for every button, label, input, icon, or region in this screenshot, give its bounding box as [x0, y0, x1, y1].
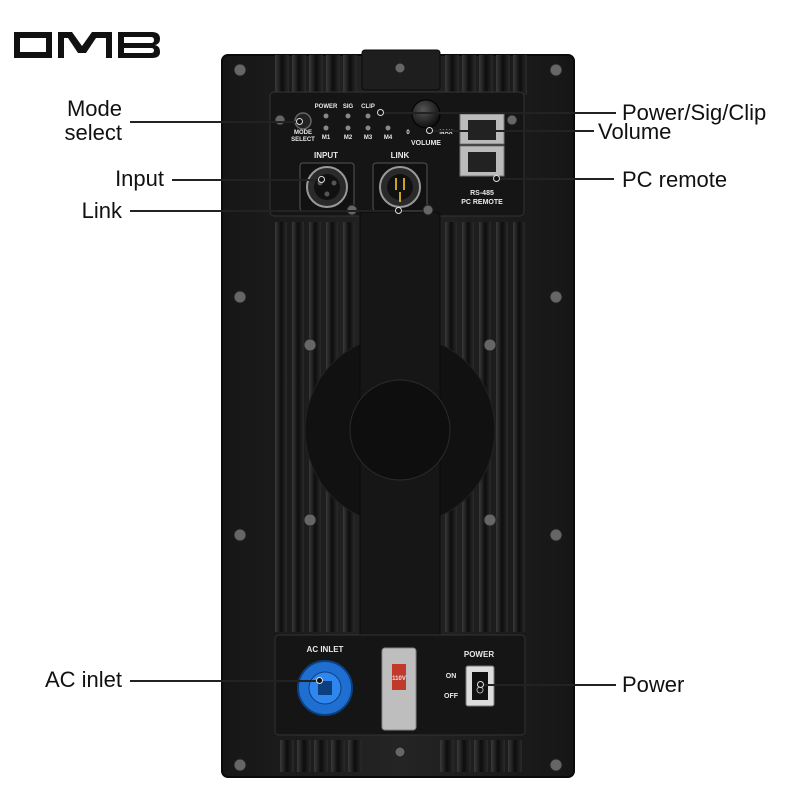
power-led [323, 113, 329, 119]
input-dot [318, 176, 325, 183]
m4-led [385, 125, 391, 131]
mode-label: MODE [294, 130, 312, 136]
m1-led [323, 125, 329, 131]
callout-volume: Volume [598, 119, 672, 144]
m2-label: M2 [344, 135, 353, 141]
vol-max-label: MAX [439, 130, 452, 136]
m4-label: M4 [384, 135, 393, 141]
input-line [172, 179, 322, 181]
volume-label: VOLUME [411, 140, 441, 147]
link-jack-label: LINK [391, 151, 410, 160]
fuse-label: 110V [392, 676, 406, 682]
power-switch-panel-label: POWER [464, 650, 494, 659]
select-label: SELECT [291, 137, 315, 143]
rs485-label: RS-485 [470, 190, 494, 197]
pc-remote-line [500, 178, 614, 180]
fuse-switch [392, 664, 406, 690]
m3-label: M3 [364, 135, 373, 141]
input-jack-label: INPUT [314, 151, 338, 160]
rj45-ports [459, 113, 505, 177]
callout-power-sig-clip: Power/Sig/Clip [622, 100, 767, 125]
sig-led-label: SIG [343, 104, 354, 110]
volume-line [432, 130, 594, 132]
off-label: OFF [444, 693, 459, 700]
power-dot [477, 681, 484, 688]
ac-inlet-panel-label: AC INLET [307, 645, 344, 654]
power-sig-clip-line [384, 112, 616, 114]
mode-select-line [130, 121, 298, 123]
ac-inlet-dot [316, 677, 323, 684]
m3-led [365, 125, 371, 131]
fan-hub [349, 379, 451, 481]
power-line [484, 684, 616, 686]
callout-pc-remote: PC remote [622, 167, 728, 192]
ac-inlet-line [130, 680, 320, 682]
link-dot [395, 207, 402, 214]
sig-led [345, 113, 351, 119]
m2-led [345, 125, 351, 131]
vol-min-label: 0 [406, 130, 410, 136]
volume-knob [411, 99, 441, 129]
link-line [130, 210, 398, 212]
bottom-heatsink-fins [280, 740, 522, 772]
m1-label: M1 [322, 135, 331, 141]
mode-select-dot [296, 118, 303, 125]
brand-logo [14, 32, 160, 58]
volume-dot [426, 127, 433, 134]
callout-link: Link [81, 198, 122, 223]
callout-input: Input [115, 166, 164, 191]
power-sig-clip-dot [377, 109, 384, 116]
callout-ac-inlet: AC inlet [44, 667, 122, 692]
clip-led-label: CLIP [361, 104, 375, 110]
clip-led [365, 113, 371, 119]
callout-mode-select: Mode select [64, 96, 122, 145]
callout-power: Power [622, 672, 685, 697]
power-led-label: POWER [315, 104, 338, 110]
on-label: ON [446, 673, 457, 680]
pc-remote-dot [493, 175, 500, 182]
pc-remote-label: PC REMOTE [461, 199, 503, 206]
